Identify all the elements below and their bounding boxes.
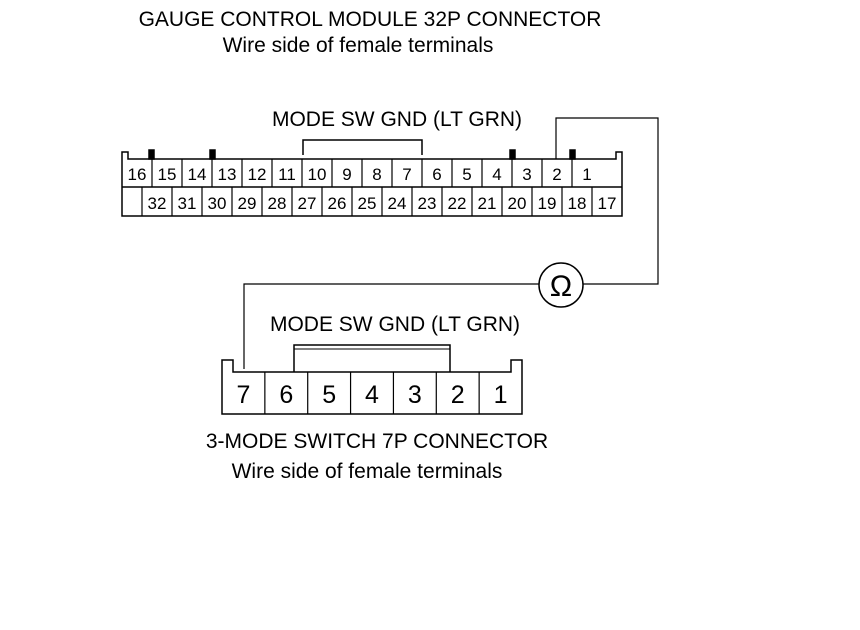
connector-7p-outline (221, 359, 523, 415)
pin-32p-22: 22 (448, 194, 467, 213)
connector-32p-subtitle: Wire side of female terminals (223, 34, 494, 57)
pin-32p-5: 5 (462, 165, 471, 184)
pin-7p-7: 7 (236, 381, 250, 409)
pin-32p-27: 27 (298, 194, 317, 213)
pin-32p-14: 14 (188, 165, 207, 184)
pin-32p-12: 12 (248, 165, 267, 184)
connector-7p-wire-label: MODE SW GND (LT GRN) (270, 313, 520, 336)
pin-7p-1: 1 (494, 381, 508, 409)
pin-32p-24: 24 (388, 194, 407, 213)
pin-32p-6: 6 (432, 165, 441, 184)
pin-32p-19: 19 (538, 194, 557, 213)
pin-32p-9: 9 (342, 165, 351, 184)
pin-32p-7: 7 (402, 165, 411, 184)
pin-32p-23: 23 (418, 194, 437, 213)
pin-32p-15: 15 (158, 165, 177, 184)
connector-32p (121, 139, 623, 217)
pin-32p-18: 18 (568, 194, 587, 213)
pin-7p-2: 2 (451, 381, 465, 409)
pin-7p-3: 3 (408, 381, 422, 409)
pin-32p-17: 17 (598, 194, 617, 213)
pin-32p-16: 16 (128, 165, 147, 184)
pin-32p-8: 8 (372, 165, 381, 184)
pin-32p-2: 2 (552, 165, 561, 184)
pin-32p-26: 26 (328, 194, 347, 213)
pin-32p-21: 21 (478, 194, 497, 213)
pin-32p-4: 4 (492, 165, 501, 184)
pin-32p-1: 1 (582, 165, 591, 184)
svg-text:Ω: Ω (550, 270, 572, 303)
connector-32p-key (302, 139, 423, 155)
pin-32p-20: 20 (508, 194, 527, 213)
pin-32p-32: 32 (148, 194, 167, 213)
connector-7p (221, 344, 523, 415)
pin-32p-25: 25 (358, 194, 377, 213)
pin-32p-3: 3 (522, 165, 531, 184)
connector-7p-title: 3-MODE SWITCH 7P CONNECTOR (206, 430, 548, 453)
pin-7p-4: 4 (365, 381, 379, 409)
pin-32p-11: 11 (278, 165, 296, 184)
connector-32p-outline (121, 151, 623, 217)
pin-32p-13: 13 (218, 165, 237, 184)
connector-32p-wire-label: MODE SW GND (LT GRN) (272, 108, 522, 131)
pin-32p-29: 29 (238, 194, 257, 213)
pin-7p-5: 5 (322, 381, 336, 409)
connector-7p-subtitle: Wire side of female terminals (232, 460, 503, 483)
connector-7p-key (293, 344, 451, 372)
pin-32p-31: 31 (178, 194, 197, 213)
pin-32p-28: 28 (268, 194, 287, 213)
ohmmeter-icon: Ω (538, 262, 584, 308)
pin-32p-10: 10 (308, 165, 327, 184)
connector-32p-title: GAUGE CONTROL MODULE 32P CONNECTOR (139, 8, 602, 31)
test-lead-left (243, 283, 539, 369)
pin-7p-6: 6 (279, 381, 293, 409)
test-lead-right (555, 117, 659, 285)
pin-32p-30: 30 (208, 194, 227, 213)
